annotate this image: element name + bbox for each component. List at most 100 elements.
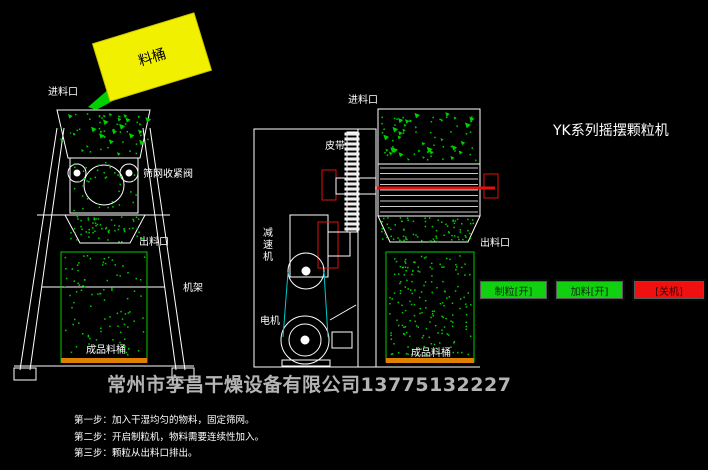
granule — [83, 177, 85, 180]
granule — [88, 228, 90, 231]
granule — [407, 288, 409, 290]
granule — [390, 338, 393, 340]
granule — [412, 269, 414, 272]
granule — [87, 219, 90, 221]
granule — [455, 266, 458, 268]
granule — [458, 238, 460, 241]
granule — [430, 120, 433, 123]
granule — [412, 220, 415, 222]
granule — [118, 204, 121, 206]
granule — [397, 237, 399, 239]
granule — [402, 266, 404, 269]
granule — [126, 297, 129, 300]
granule — [398, 117, 404, 124]
granule — [455, 263, 457, 266]
granule — [398, 239, 401, 241]
granule — [138, 123, 142, 126]
hopper-label: 料桶 — [137, 46, 168, 69]
granule — [381, 116, 383, 119]
granule — [474, 159, 478, 162]
granule — [75, 291, 78, 293]
granule — [461, 266, 463, 269]
granule — [60, 138, 64, 142]
granule — [433, 144, 435, 146]
granule — [424, 299, 427, 302]
granule — [464, 274, 466, 276]
granulate-on-button[interactable]: 制粒[开] — [478, 279, 549, 301]
granule — [104, 318, 106, 320]
granule — [137, 115, 141, 119]
granule — [409, 319, 411, 322]
granule — [417, 270, 419, 272]
granule — [413, 314, 416, 317]
feed-on-button[interactable]: 加料[开] — [554, 279, 625, 301]
granule — [128, 133, 135, 139]
granule — [435, 229, 438, 232]
granule — [124, 338, 126, 341]
granule — [428, 336, 431, 339]
granule — [60, 127, 63, 129]
granule — [126, 354, 129, 356]
granule — [465, 321, 467, 324]
granule — [420, 291, 423, 293]
step-1: 第一步：加入干湿均匀的物料，固定筛网。 — [74, 415, 255, 426]
granule — [447, 231, 450, 233]
granule — [393, 292, 396, 294]
granule — [429, 266, 432, 269]
granule — [137, 129, 143, 135]
granule — [133, 174, 136, 176]
granule — [80, 289, 83, 292]
gear-tooth — [344, 167, 360, 171]
granule — [116, 152, 121, 156]
granule — [413, 153, 416, 155]
granule — [127, 348, 130, 350]
granule — [99, 121, 101, 124]
granule — [470, 304, 472, 306]
granule — [80, 219, 82, 222]
clamp-knob-left-b — [119, 163, 139, 183]
granule — [390, 353, 393, 356]
granule — [81, 195, 84, 197]
granule — [399, 217, 402, 219]
granule — [382, 217, 385, 220]
granule — [120, 216, 123, 218]
granule — [119, 131, 122, 133]
granule — [91, 227, 94, 229]
granule — [421, 141, 426, 146]
granule — [105, 226, 108, 229]
granule — [93, 218, 96, 221]
granule — [414, 126, 418, 129]
granule — [406, 217, 409, 219]
granule — [403, 123, 407, 127]
granule — [433, 240, 436, 242]
granule — [399, 282, 401, 285]
frame-leg-right-inner — [142, 127, 177, 371]
granule — [74, 166, 76, 169]
granule — [421, 336, 424, 339]
granule — [440, 221, 443, 224]
granule — [120, 310, 122, 313]
granule — [422, 156, 425, 159]
granule — [125, 117, 131, 123]
granule — [465, 240, 468, 243]
granule — [464, 122, 471, 129]
granule — [459, 231, 462, 233]
granule — [83, 255, 85, 257]
granule — [383, 128, 385, 131]
granule — [467, 292, 470, 294]
granule — [453, 340, 456, 343]
granule — [119, 175, 121, 178]
granule — [431, 225, 434, 228]
granule — [451, 302, 454, 304]
granule — [471, 219, 474, 221]
gear-tooth — [344, 222, 360, 226]
granule — [393, 343, 395, 345]
granule — [428, 240, 431, 243]
shutdown-button[interactable]: [关机] — [632, 279, 706, 301]
granule — [419, 307, 422, 310]
granule — [108, 113, 113, 117]
reducer-coupling — [327, 231, 351, 257]
granule — [138, 231, 140, 233]
granule — [417, 266, 420, 268]
frame-leg-right — [149, 127, 186, 371]
